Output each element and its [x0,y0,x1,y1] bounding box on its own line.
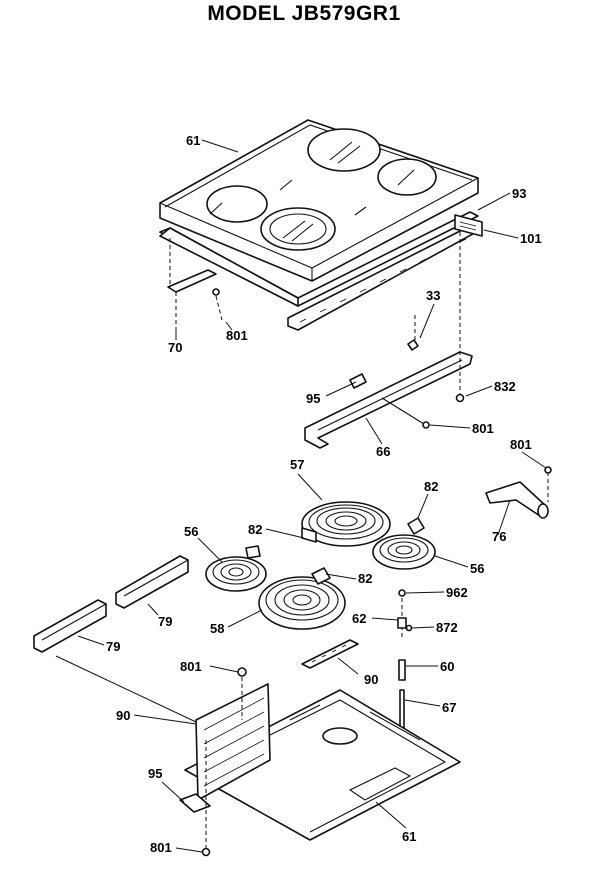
label-962: 962 [446,585,468,600]
label-90-lower: 90 [116,708,130,723]
label-82-mid: 82 [358,571,372,586]
bracket-90-upper [301,639,359,669]
label-62: 62 [352,611,366,626]
label-61-pan: 61 [402,829,416,844]
label-79-upper: 79 [158,614,172,629]
screws-bottom [179,667,247,857]
diagram-title: MODEL JB579GR1 [207,2,401,25]
strip-70 [167,238,223,330]
bottom-pan [184,683,461,841]
surface-element-56-right [372,517,436,570]
label-90-upper: 90 [364,672,378,687]
label-95-bottom: 95 [148,766,162,781]
label-70: 70 [168,340,182,355]
label-67: 67 [442,700,456,715]
label-93: 93 [512,186,526,201]
label-66: 66 [376,444,390,459]
surface-element-56-left [205,545,267,592]
label-60: 60 [440,659,454,674]
label-832: 832 [494,379,516,394]
label-33: 33 [426,288,440,303]
label-57: 57 [290,457,304,472]
surface-element-58 [258,567,346,630]
label-79-lower: 79 [106,639,120,654]
label-801-d: 801 [180,659,202,674]
part-labels: 61 93 101 70 801 33 95 832 801 66 801 76… [106,133,542,855]
label-58: 58 [210,621,224,636]
label-801-a: 801 [226,328,248,343]
label-76: 76 [492,529,506,544]
label-801-b: 801 [472,421,494,436]
cooktop-frame [159,211,483,331]
label-82-top: 82 [424,479,438,494]
label-801-e: 801 [150,840,172,855]
label-56-right: 56 [470,561,484,576]
leader-lines [55,139,547,853]
label-82-left: 82 [248,522,262,537]
surface-element-57 [301,501,391,547]
label-872: 872 [436,620,458,635]
glass-cooktop [159,119,479,282]
bracket-79-upper [115,555,189,609]
label-95-top: 95 [306,391,320,406]
label-61-glass: 61 [186,133,200,148]
label-101: 101 [520,231,542,246]
label-56-left: 56 [184,524,198,539]
wire-harness-76 [485,466,552,519]
bracket-79-lower [33,599,107,653]
support-channel-66 [304,232,473,449]
label-801-c: 801 [510,437,532,452]
